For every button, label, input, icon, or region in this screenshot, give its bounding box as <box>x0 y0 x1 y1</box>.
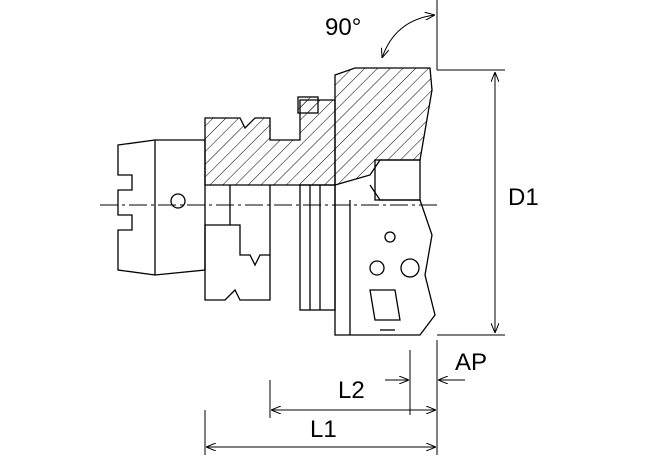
angle-label: 90° <box>325 14 361 41</box>
shank <box>117 139 206 276</box>
ap-label: AP <box>455 349 487 376</box>
angle-arc <box>382 15 435 58</box>
l2-label: L2 <box>338 377 365 404</box>
d1-label: D1 <box>508 184 539 211</box>
cutter-head-section <box>334 67 433 186</box>
l1-label: L1 <box>310 416 337 443</box>
